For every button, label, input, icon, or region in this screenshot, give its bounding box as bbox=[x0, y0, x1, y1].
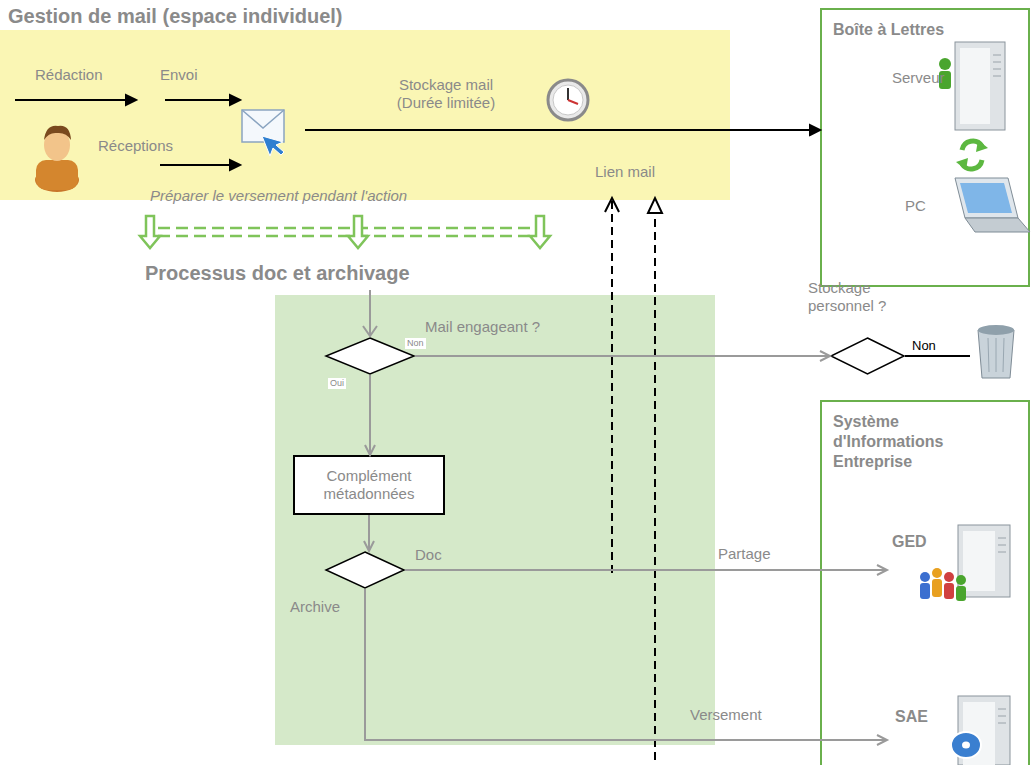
node-subtext: Archive bbox=[290, 598, 340, 616]
node-text: Mail engageant ? bbox=[425, 318, 540, 336]
process-region: Processus doc et archivageMail engageant… bbox=[275, 295, 715, 745]
label-text: Réceptions bbox=[98, 137, 173, 155]
diamond-shape bbox=[326, 552, 404, 588]
node-text: Boîte à Lettres bbox=[833, 20, 944, 40]
label-text: Préparer le versement pendant l'action bbox=[150, 187, 407, 205]
connector bbox=[730, 125, 820, 135]
arrow-head bbox=[877, 565, 887, 575]
node-text: PC bbox=[905, 197, 926, 215]
node-text: SAE bbox=[895, 707, 928, 727]
arrow-head bbox=[364, 541, 374, 551]
label-text: Envoi bbox=[160, 66, 198, 84]
connector bbox=[405, 565, 887, 575]
connector-line bbox=[368, 515, 370, 551]
label-text: Stockage mail (Durée limitée) bbox=[390, 76, 502, 112]
edge-label: Oui bbox=[328, 378, 346, 389]
arrow-head bbox=[365, 445, 375, 455]
connector bbox=[365, 589, 887, 745]
node-text: Processus doc et archivage bbox=[145, 261, 410, 285]
connector-line bbox=[365, 589, 887, 740]
arrow-head bbox=[810, 125, 820, 135]
decision-diamond: Stockage personnel ? bbox=[830, 337, 905, 375]
diamond-outline bbox=[325, 337, 415, 375]
decision-diamond: Mail engageant ? bbox=[325, 337, 415, 375]
diamond-outline bbox=[830, 337, 905, 375]
connector-line bbox=[369, 375, 371, 455]
process-box: Complément métadonnées bbox=[293, 455, 445, 515]
diamond-shape bbox=[831, 338, 904, 374]
connector-line bbox=[730, 129, 820, 131]
connector bbox=[364, 515, 374, 551]
arrow-head bbox=[820, 351, 830, 361]
decision-diamond: DocArchive bbox=[325, 551, 405, 589]
label-text: Non bbox=[912, 337, 936, 355]
node-text: Système d'Informations Entreprise bbox=[833, 412, 973, 472]
node-text: Doc bbox=[415, 546, 442, 564]
label-text: Lien mail bbox=[595, 163, 655, 181]
connector bbox=[415, 351, 830, 361]
node-text: Complément métadonnées bbox=[304, 467, 434, 503]
edge-label: Partage bbox=[718, 545, 771, 563]
node-text: Gestion de mail (espace individuel) bbox=[8, 4, 343, 28]
arrow-head bbox=[877, 735, 887, 745]
connector bbox=[365, 375, 375, 455]
node-text: Serveur bbox=[892, 69, 945, 87]
diamond-outline bbox=[325, 551, 405, 589]
label-text: Rédaction bbox=[35, 66, 103, 84]
edge-label: Non bbox=[405, 338, 426, 349]
edge-label: Versement bbox=[690, 706, 762, 724]
node-text: GED bbox=[892, 532, 927, 552]
node-text: Stockage personnel ? bbox=[808, 279, 908, 315]
connector-line bbox=[415, 355, 830, 357]
connector-line bbox=[405, 569, 887, 571]
diamond-shape bbox=[326, 338, 414, 374]
